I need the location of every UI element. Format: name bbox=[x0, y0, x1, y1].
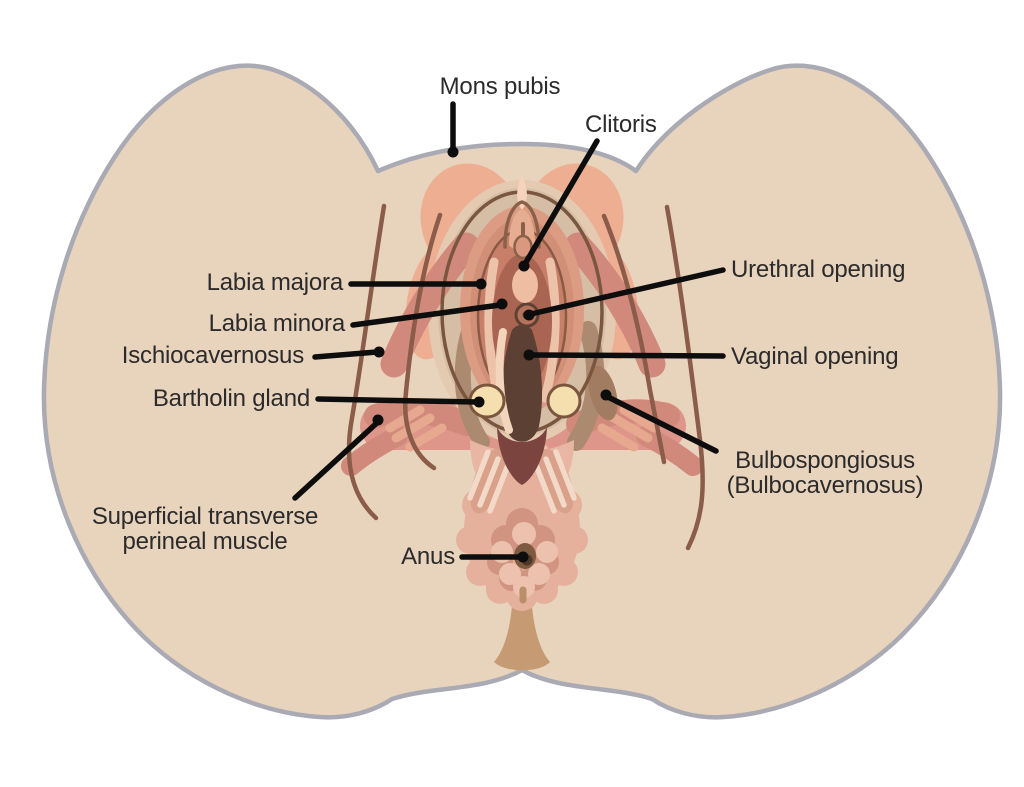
label-bulbospongiosus: Bulbospongiosus (Bulbocavernosus) bbox=[714, 448, 936, 498]
leader-dot-clitoris bbox=[518, 260, 530, 272]
label-urethral-opening: Urethral opening bbox=[731, 256, 906, 283]
label-mons-pubis: Mons pubis bbox=[439, 73, 561, 100]
label-superficial-transverse-line2: perineal muscle bbox=[122, 528, 288, 555]
leader-dot-bartholin-gland bbox=[473, 396, 485, 408]
leader-dot-anus bbox=[517, 551, 529, 563]
leader-labia-minora bbox=[350, 302, 503, 328]
leader-bulbospongiosus bbox=[605, 394, 719, 454]
label-bulbospongiosus-line2: (Bulbocavernosus) bbox=[726, 472, 924, 499]
label-ischiocavernosus: Ischiocavernosus bbox=[121, 342, 304, 369]
tendon-lines bbox=[346, 203, 705, 551]
leader-dot-bulbospongiosus bbox=[600, 389, 612, 401]
leader-lines bbox=[292, 101, 726, 563]
label-bulbospongiosus-line1: Bulbospongiosus bbox=[735, 447, 915, 474]
gluteal-cleft bbox=[494, 595, 550, 671]
perineum-maroon-wedge bbox=[497, 427, 547, 485]
label-vaginal-opening: Vaginal opening bbox=[731, 343, 899, 370]
leader-dot-labia-minora bbox=[496, 298, 508, 310]
label-labia-majora: Labia majora bbox=[206, 269, 344, 296]
label-clitoris: Clitoris bbox=[585, 111, 657, 138]
leader-ischiocavernosus bbox=[312, 349, 380, 360]
leader-dot-vaginal-opening bbox=[523, 349, 535, 361]
interlabial-highlights bbox=[484, 257, 560, 403]
label-superficial-transverse: Superficial transverse perineal muscle bbox=[85, 504, 325, 554]
leader-dot-labia-majora bbox=[475, 278, 487, 290]
leader-clitoris bbox=[522, 138, 600, 267]
label-anus: Anus bbox=[401, 543, 455, 570]
label-superficial-transverse-line1: Superficial transverse bbox=[91, 503, 319, 530]
label-bartholin-gland: Bartholin gland bbox=[152, 385, 310, 412]
leader-superficial-transverse bbox=[292, 418, 382, 501]
bartholin-glands bbox=[468, 383, 582, 419]
bartholin-gland-right bbox=[546, 383, 582, 419]
ischiocavernosus-right bbox=[564, 232, 666, 378]
leader-dot-superficial-transverse bbox=[372, 414, 384, 426]
ischiocavernosus-left bbox=[380, 232, 480, 378]
vestibule-highlight bbox=[495, 328, 513, 434]
leader-dot-urethral-opening bbox=[523, 309, 535, 321]
leader-dot-mons-pubis bbox=[447, 146, 459, 158]
leader-bartholin-gland bbox=[315, 396, 480, 405]
leader-dot-ischiocavernosus bbox=[373, 346, 385, 358]
anus-region bbox=[456, 448, 588, 611]
leader-urethral-opening bbox=[528, 267, 726, 317]
leader-vaginal-opening bbox=[528, 352, 726, 359]
label-labia-minora: Labia minora bbox=[208, 310, 346, 337]
clitoris-shape bbox=[503, 175, 541, 303]
